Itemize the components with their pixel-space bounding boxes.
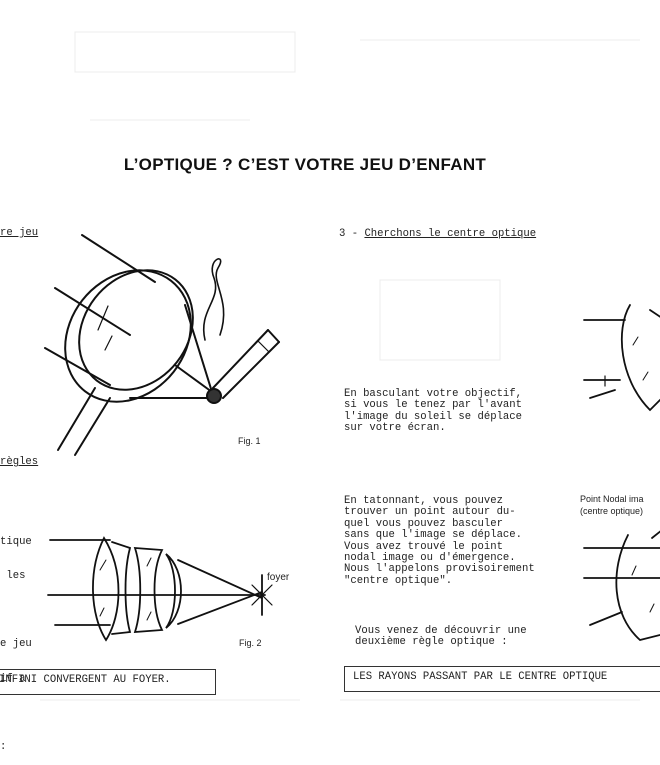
- left-rules-heading-fragment: règles: [0, 456, 39, 468]
- section-title: Cherchons le centre optique: [364, 228, 537, 240]
- section-number: 3 -: [339, 228, 365, 240]
- page-title: L’OPTIQUE ? C’EST VOTRE JEU D’ENFANT: [123, 155, 487, 174]
- fig2-focus-label: foyer: [267, 572, 290, 583]
- left-heading-fragment: re jeu: [0, 227, 39, 239]
- right-rule-box: LES RAYONS PASSANT PAR LE CENTRE OPTIQUE: [344, 666, 660, 692]
- right-paragraph-3: Vous venez de découvrir une deuxième règ…: [355, 625, 527, 649]
- fig2-caption: Fig. 2: [239, 638, 262, 648]
- right-paragraph-1: En basculant votre objectif, si vous le …: [344, 388, 523, 435]
- fig1-caption: Fig. 1: [238, 436, 261, 446]
- nodal-point-label: Point Nodal ima (centre optique): [580, 494, 644, 516]
- right-paragraph-2: En tatonnant, vous pouvez trouver un poi…: [344, 495, 535, 587]
- left-paragraph-fragment: tique les e jeu if a :: [0, 535, 32, 754]
- left-rule-box: INFINI CONVERGENT AU FOYER.: [0, 669, 216, 695]
- right-section-heading: 3 - Cherchons le centre optique: [339, 228, 537, 240]
